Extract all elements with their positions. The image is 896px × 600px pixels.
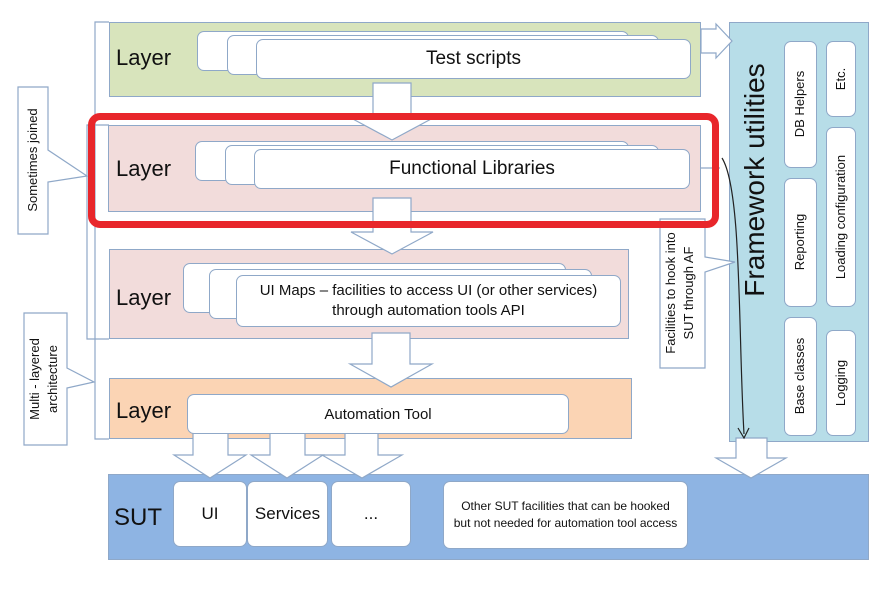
sut-label: SUT [114,504,162,531]
card-ui-maps-label: UI Maps – facilities to access UI (or ot… [259,282,598,319]
framework-title: Framework utilities [739,63,770,297]
highlight-frame [88,113,719,228]
sut-item-more-label: ... [363,504,379,523]
framework-item-logging [826,330,856,436]
layer-label-test-scripts: Layer [116,45,172,70]
curved-arrow-head [737,427,750,440]
arrow-down-sut-3 [319,429,405,479]
sut-other-facilities: Other SUT facilities that can be hooked … [443,481,688,549]
arrow-down-sut-2 [248,429,326,479]
sut-item-services: Services [247,481,328,547]
card-functional-libraries: Functional Libraries [254,149,690,189]
sut-item-ui: UI [173,481,247,547]
bracket-multi-layered [94,21,109,440]
layer-label-functional-libraries: Layer [116,156,172,181]
arrow-down-framework [713,437,789,479]
card-test-scripts: Test scripts [256,39,691,79]
annotation-sometimes-joined: Sometimes joined [25,108,40,212]
sut-item-more: ... [331,481,411,547]
arrow-down-sut-1 [171,429,249,479]
card-functional-libraries-label: Functional Libraries [389,158,555,179]
arrow-down-3 [347,332,435,388]
framework-item-db-helpers-label: DB Helpers [792,70,807,138]
callout-sometimes-joined [17,86,89,235]
sut-item-ui-label: UI [201,504,219,523]
callout-multi-layered [23,312,96,446]
annotation-hook: Facilities to hook into SUT through AF [662,219,702,367]
sut-item-services-label: Services [254,504,321,523]
curved-arrow [721,157,745,435]
card-ui-maps: UI Maps – facilities to access UI (or ot… [236,275,621,327]
framework-item-etc [826,41,856,117]
card-test-scripts-label: Test scripts [425,48,522,69]
framework-item-logging-label: Logging [833,359,848,407]
sut-other-facilities-label: Other SUT facilities that can be hooked … [453,499,678,530]
card-automation-tool-label: Automation Tool [324,405,432,423]
arrow-right-framework [700,22,733,60]
framework-item-db-helpers [784,41,817,168]
bracket-sometimes-joined [86,124,109,340]
layer-label-ui-maps: Layer [116,285,172,310]
annotation-hook-text: Facilities to hook into SUT through AF [663,232,696,354]
framework-item-etc-label: Etc. [833,67,848,91]
framework-item-loading-config [826,127,856,307]
card-automation-tool: Automation Tool [187,394,569,434]
framework-item-loading-config-label: Loading configuration [833,154,848,280]
framework-item-base-classes-label: Base classes [792,337,807,415]
annotation-multi-layered: Multi - layered architecture [26,314,64,444]
layer-label-automation-tool: Layer [116,398,172,423]
framework-item-reporting [784,178,817,307]
framework-item-base-classes [784,317,817,436]
framework-item-reporting-label: Reporting [792,213,807,271]
annotation-multi-layered-text: Multi - layered architecture [27,338,60,420]
